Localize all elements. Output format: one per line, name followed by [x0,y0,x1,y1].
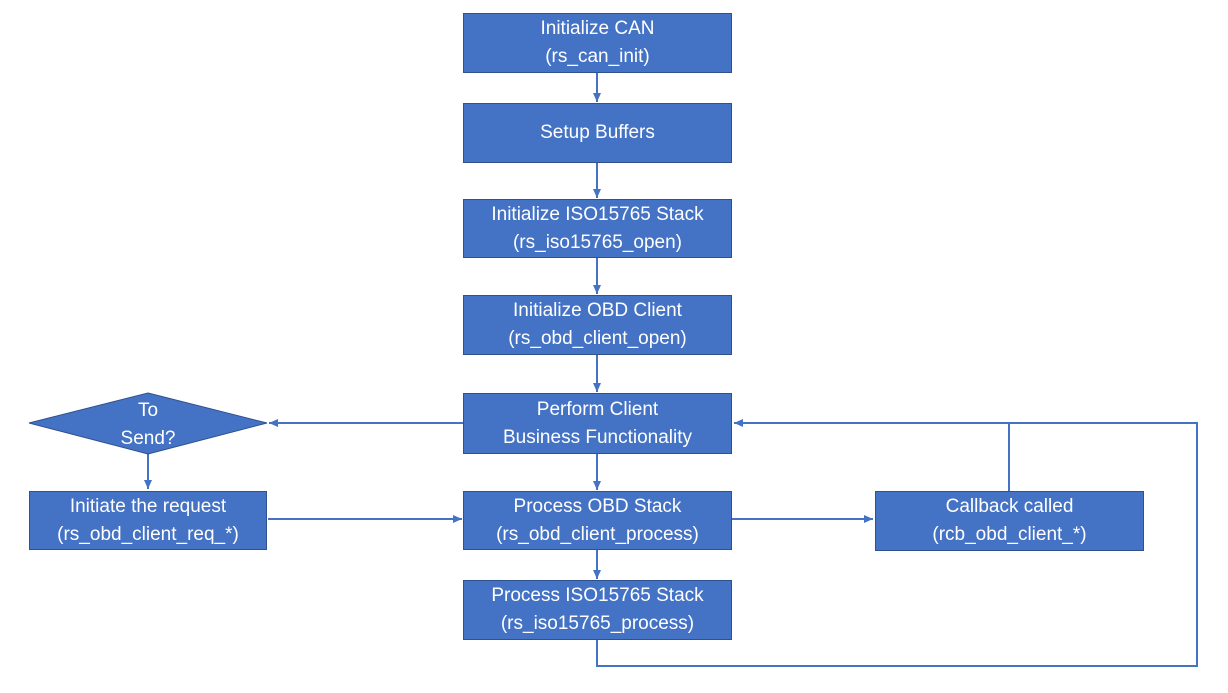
loop-back-to-perform [596,419,1198,667]
node-callback-called-title: Callback called [945,496,1074,517]
node-callback-called: Callback called (rcb_obd_client_*) [875,491,1144,551]
node-process-obd-stack-function: (rs_obd_client_process) [496,523,699,545]
decision-to-send-line2: Send? [120,428,176,449]
node-setup-buffers-title: Setup Buffers [540,122,655,143]
node-process-iso15765-stack-function: (rs_iso15765_process) [500,613,695,634]
node-perform-client-business: Perform Client Business Functionality [463,393,732,454]
node-initialize-iso15765-title: Initialize ISO15765 Stack [491,203,704,225]
node-callback-called-function: (rcb_obd_client_*) [932,524,1087,545]
decision-diamond [28,392,268,455]
node-process-iso15765-stack-title: Process ISO15765 Stack [491,585,704,606]
node-initiate-request-function: (rs_obd_client_req_*) [57,523,239,545]
node-perform-client-business-line1: Perform Client [536,398,659,420]
node-initialize-can: Initialize CAN (rs_can_init) [463,13,732,73]
node-perform-client-business-line2: Business Functionality [502,426,693,448]
decision-to-send-label: To Send? [88,397,208,453]
node-initialize-obd-client: Initialize OBD Client (rs_obd_client_ope… [463,295,732,355]
node-initialize-can-title: Initialize CAN [540,18,655,39]
node-initiate-request-title: Initiate the request [69,495,227,517]
node-initiate-request: Initiate the request (rs_obd_client_req_… [29,491,267,550]
decision-to-send-line1: To [137,400,159,421]
node-setup-buffers: Setup Buffers [463,103,732,163]
node-process-obd-stack-title: Process OBD Stack [513,495,682,517]
node-initialize-iso15765-function: (rs_iso15765_open) [512,231,682,253]
node-initialize-obd-client-function: (rs_obd_client_open) [508,328,687,349]
node-initialize-iso15765: Initialize ISO15765 Stack (rs_iso15765_o… [463,199,732,258]
node-initialize-can-function: (rs_can_init) [545,46,650,67]
node-initialize-obd-client-title: Initialize OBD Client [513,300,682,321]
node-process-obd-stack: Process OBD Stack (rs_obd_client_process… [463,491,732,550]
node-process-iso15765-stack: Process ISO15765 Stack (rs_iso15765_proc… [463,580,732,640]
